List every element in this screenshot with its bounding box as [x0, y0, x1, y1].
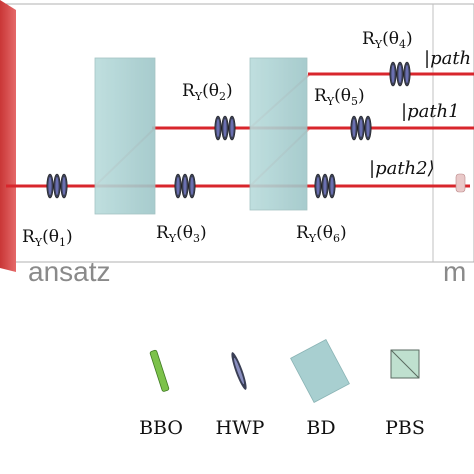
legend-label-hwp: HWP: [216, 417, 265, 439]
beam-displacer-1: [94, 57, 156, 215]
label-theta1: RY(θ1): [22, 227, 73, 249]
next-section-label: m: [443, 256, 466, 287]
path2-label: |path2⟩: [369, 158, 435, 179]
ansatz-panel: [0, 0, 474, 272]
half-wave-plate-icon: [231, 352, 247, 390]
hwp-theta6: [314, 173, 336, 199]
hwp-theta2: [214, 115, 236, 141]
label-theta2: RY(θ2): [182, 81, 233, 103]
ansatz-label: ansatz: [28, 256, 111, 287]
path1-label: |path1: [401, 101, 460, 122]
legend-label-bbo: BBO: [139, 417, 183, 439]
hwp-theta1: [46, 173, 68, 199]
legend-item-hwp: HWP: [216, 352, 265, 439]
label-theta4: RY(θ4): [362, 29, 413, 51]
panel-left-edge: [0, 0, 16, 272]
legend-label-bd: BD: [306, 417, 335, 439]
path2-detector-icon: [455, 173, 466, 193]
legend-item-pbs: PBS: [385, 349, 425, 439]
label-theta5: RY(θ5): [314, 86, 365, 108]
beam-displacer-icon: [290, 338, 350, 404]
beam-displacer-2: [249, 57, 308, 211]
label-theta6: RY(θ6): [296, 223, 347, 245]
hwp-theta3: [174, 173, 196, 199]
legend: BBO HWP BD PBS: [139, 338, 425, 439]
polarizing-beam-splitter-icon: [390, 349, 420, 379]
legend-item-bbo: BBO: [139, 349, 183, 439]
hwp-theta4: [389, 61, 411, 87]
legend-item-bd: BD: [290, 338, 350, 439]
path-top-label: |path: [424, 48, 471, 69]
bbo-crystal-icon: [149, 349, 170, 392]
label-theta3: RY(θ3): [156, 223, 207, 245]
legend-label-pbs: PBS: [385, 417, 425, 439]
hwp-theta5: [350, 115, 372, 141]
